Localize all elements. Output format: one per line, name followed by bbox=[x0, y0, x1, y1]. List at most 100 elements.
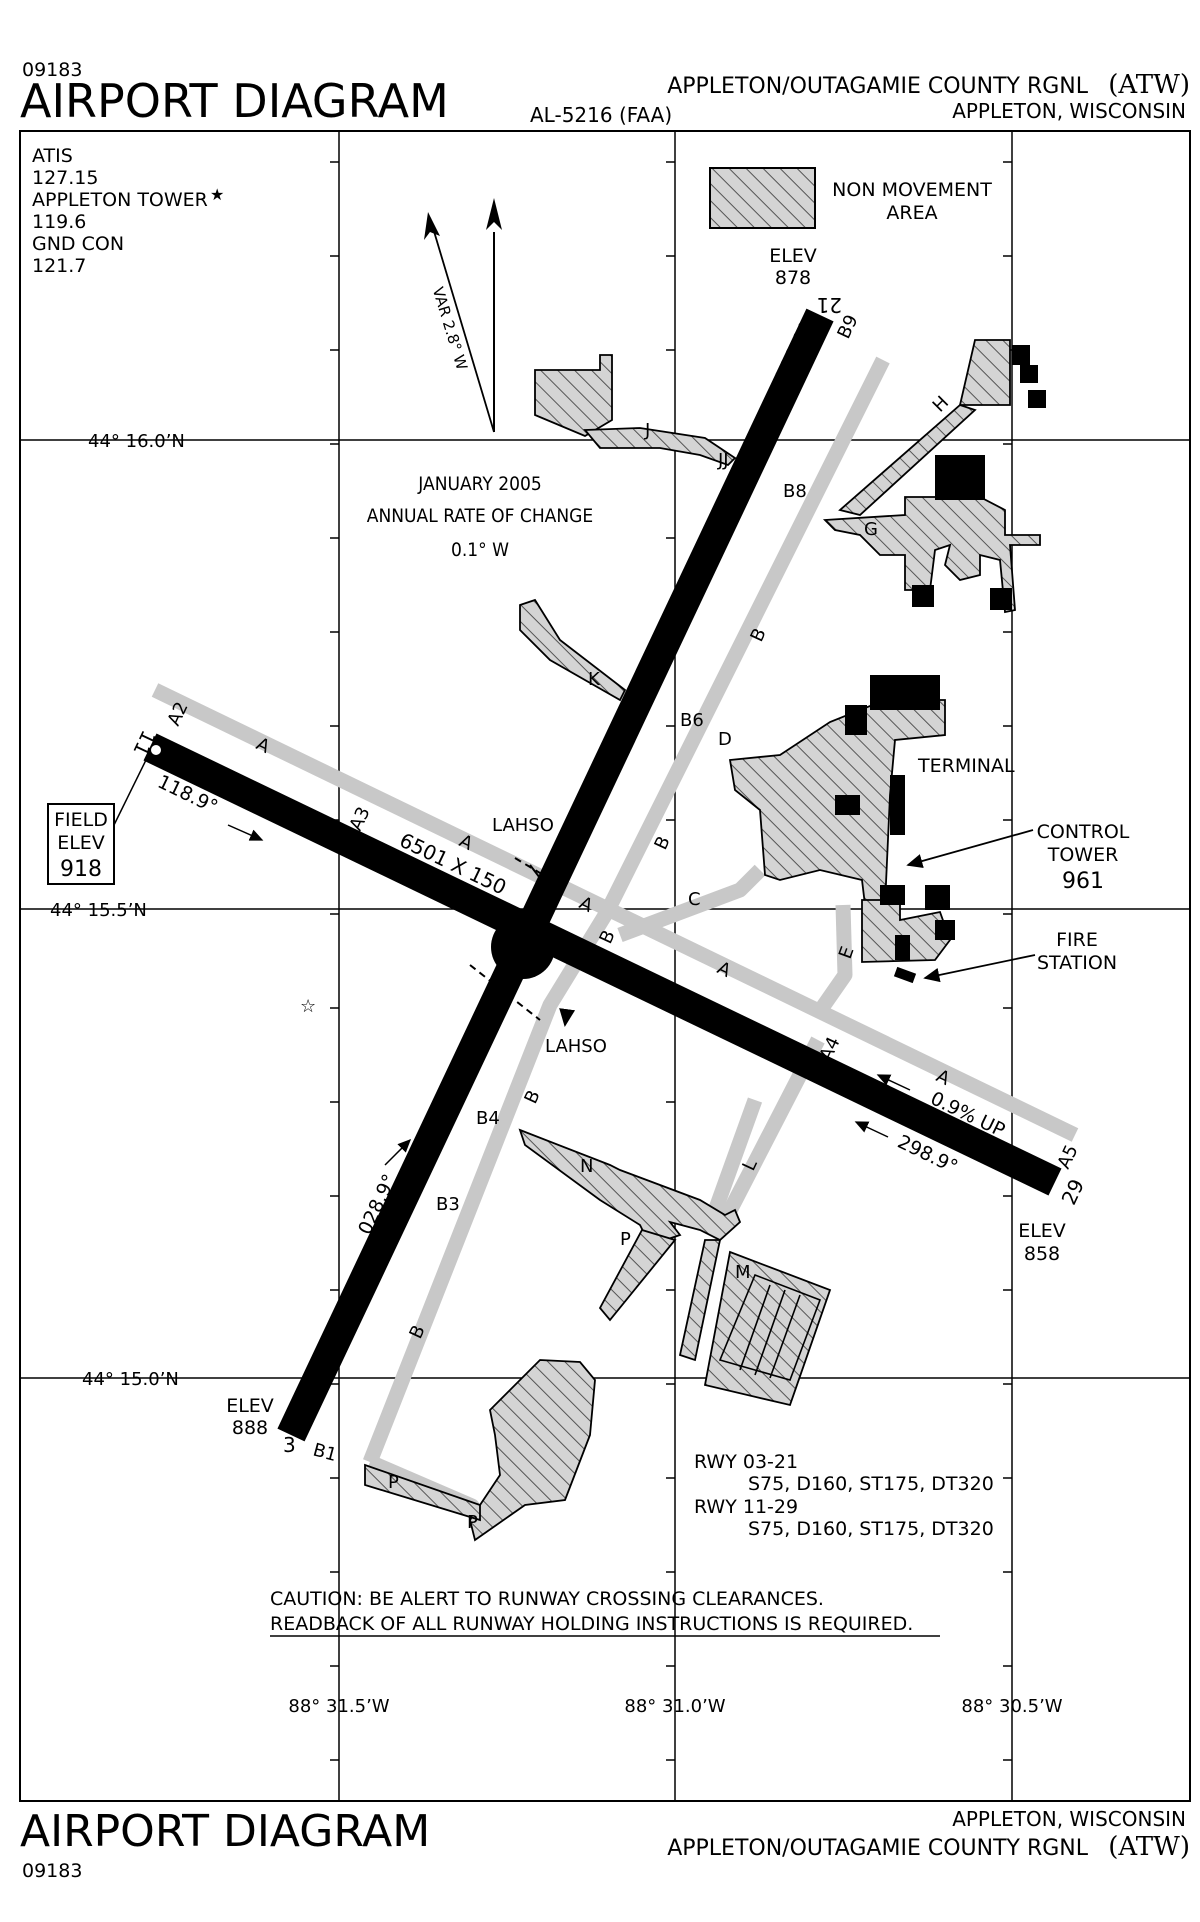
variation-note: JANUARY 2005 ANNUAL RATE OF CHANGE 0.1° … bbox=[367, 473, 593, 561]
building bbox=[835, 795, 860, 815]
elev-29-value: 858 bbox=[1024, 1243, 1060, 1265]
ramp-ne bbox=[822, 496, 1041, 614]
taxiway-label-g: G bbox=[864, 519, 878, 540]
ramp-k bbox=[519, 598, 627, 702]
taxiway-p-south bbox=[364, 1463, 481, 1522]
footer: AIRPORT DIAGRAM 09183 APPLETON, WISCONSI… bbox=[20, 1806, 1190, 1882]
airport-code: (ATW) bbox=[1108, 70, 1190, 100]
footer-location: APPLETON, WISCONSIN bbox=[952, 1807, 1186, 1831]
atis-frequency: 127.15 bbox=[32, 167, 98, 189]
true-north-arrow-icon bbox=[486, 198, 502, 230]
taxiway-j-ramp bbox=[583, 427, 737, 467]
variation-rate-title: ANNUAL RATE OF CHANGE bbox=[367, 505, 593, 527]
taxiway-label-c: C bbox=[688, 889, 701, 910]
field-elevation-value: 918 bbox=[60, 857, 102, 882]
taxiway-label-b8: B8 bbox=[783, 481, 807, 502]
control-tower-label-2: TOWER bbox=[1047, 844, 1119, 866]
control-tower-label: CONTROL bbox=[1037, 821, 1130, 843]
airport-location: APPLETON, WISCONSIN bbox=[952, 99, 1186, 123]
taxiway-label-n: N bbox=[580, 1156, 593, 1177]
taxiway-l-ramp bbox=[678, 1239, 722, 1362]
runway-03-21 bbox=[277, 308, 834, 1442]
elev-3-value: 888 bbox=[232, 1417, 268, 1439]
lahso-lines bbox=[469, 857, 576, 1027]
taxiway-p-ramp bbox=[598, 1228, 677, 1322]
taxiway-e bbox=[815, 904, 853, 1013]
taxiway-label-b3: B3 bbox=[436, 1194, 460, 1215]
taxiway-label-d: D bbox=[718, 729, 732, 750]
slope-arrow bbox=[876, 1074, 911, 1091]
strength-rwy-11-29-values: S75, D160, ST175, DT320 bbox=[748, 1518, 994, 1540]
lahso-hold-line bbox=[514, 857, 561, 886]
caution-line-2: READBACK OF ALL RUNWAY HOLDING INSTRUCTI… bbox=[270, 1613, 913, 1635]
building bbox=[1028, 390, 1046, 408]
tower-frequency: 119.6 bbox=[32, 211, 86, 233]
building bbox=[912, 585, 934, 607]
building bbox=[880, 885, 905, 905]
terminal-label: TERMINAL bbox=[917, 755, 1015, 777]
fire-station-label: FIRE bbox=[1056, 929, 1098, 951]
coordinate-labels: 44° 16.0’N 44° 15.5’N 44° 15.0’N 88° 31.… bbox=[50, 431, 1063, 1717]
header: 09183 AIRPORT DIAGRAM APPLETON/OUTAGAMIE… bbox=[20, 59, 1190, 128]
heading-arrow bbox=[757, 399, 776, 432]
taxiway-h bbox=[838, 403, 977, 516]
longitude-right: 88° 30.5’W bbox=[961, 1696, 1062, 1717]
fire-station-label-2: STATION bbox=[1037, 952, 1117, 974]
lahso-labels: LAHSO LAHSO bbox=[492, 815, 607, 1057]
building bbox=[925, 885, 950, 910]
latitude-bottom: 44° 15.0’N bbox=[82, 1369, 179, 1390]
field-elevation-box bbox=[47, 803, 115, 885]
control-tower-pointer bbox=[906, 829, 1034, 869]
field-elevation-label: FIELD bbox=[54, 809, 108, 831]
lahso-pointer bbox=[529, 864, 555, 897]
variation-date: JANUARY 2005 bbox=[417, 473, 541, 495]
latitude-mid: 44° 15.5’N bbox=[50, 900, 147, 921]
tower-label: APPLETON TOWER bbox=[32, 189, 208, 211]
magnetic-north-line bbox=[429, 217, 495, 433]
taxiway-label-b: B bbox=[595, 927, 619, 947]
chart-id: 09183 bbox=[22, 59, 82, 81]
footer-title: AIRPORT DIAGRAM bbox=[20, 1806, 430, 1857]
lahso-label: LAHSO bbox=[492, 815, 554, 836]
non-movement-label: NON MOVEMENT bbox=[832, 179, 992, 201]
rwy11-threshold-dot bbox=[151, 745, 161, 755]
t-hangars bbox=[718, 1273, 822, 1381]
airport-name: APPLETON/OUTAGAMIE COUNTY RGNL bbox=[667, 74, 1089, 99]
t-hangar-line bbox=[739, 1284, 771, 1371]
facility-labels: TERMINAL CONTROL TOWER 961 FIRE STATION bbox=[906, 755, 1130, 983]
runway-strength: RWY 03-21 S75, D160, ST175, DT320 RWY 11… bbox=[694, 1451, 994, 1540]
runway-11-29 bbox=[143, 733, 1062, 1196]
taxiway-label-m: M bbox=[735, 1262, 751, 1283]
ramp-nw bbox=[534, 354, 613, 438]
longitude-mid: 88° 31.0’W bbox=[624, 1696, 725, 1717]
lahso-hold-line bbox=[469, 964, 541, 1021]
non-movement-legend: NON MOVEMENT AREA bbox=[709, 167, 992, 229]
runway-21-end: 21 bbox=[817, 293, 842, 317]
heading-arrow bbox=[384, 1138, 412, 1166]
building bbox=[890, 775, 905, 835]
taxiway-label-b1: B1 bbox=[311, 1440, 339, 1466]
non-movement-swatch bbox=[709, 167, 816, 229]
lahso-label: LAHSO bbox=[545, 1036, 607, 1057]
longitude-left: 88° 31.5’W bbox=[288, 1696, 389, 1717]
non-movement-label-2: AREA bbox=[886, 202, 937, 224]
north-arrows: VAR 2.8° W bbox=[424, 198, 502, 433]
footer-airport-code: (ATW) bbox=[1108, 1832, 1190, 1862]
building bbox=[935, 920, 955, 940]
runway-3-end: 3 bbox=[283, 1433, 296, 1457]
ramp-m bbox=[703, 1250, 832, 1407]
elev-21-value: 878 bbox=[775, 267, 811, 289]
heading-arrow bbox=[854, 1121, 889, 1138]
ground-frequency: 121.7 bbox=[32, 255, 86, 277]
taxiway-label-p: P bbox=[388, 1472, 399, 1493]
taxiway-l bbox=[702, 1097, 763, 1228]
procedure-id: AL-5216 (FAA) bbox=[530, 103, 672, 127]
building bbox=[870, 675, 940, 710]
t-hangar-line bbox=[769, 1294, 801, 1379]
building bbox=[990, 588, 1012, 610]
star-icon: ★ bbox=[210, 185, 224, 204]
runway-intersection bbox=[491, 915, 555, 979]
buildings bbox=[835, 345, 1046, 984]
fire-station-pointer bbox=[923, 954, 1036, 983]
